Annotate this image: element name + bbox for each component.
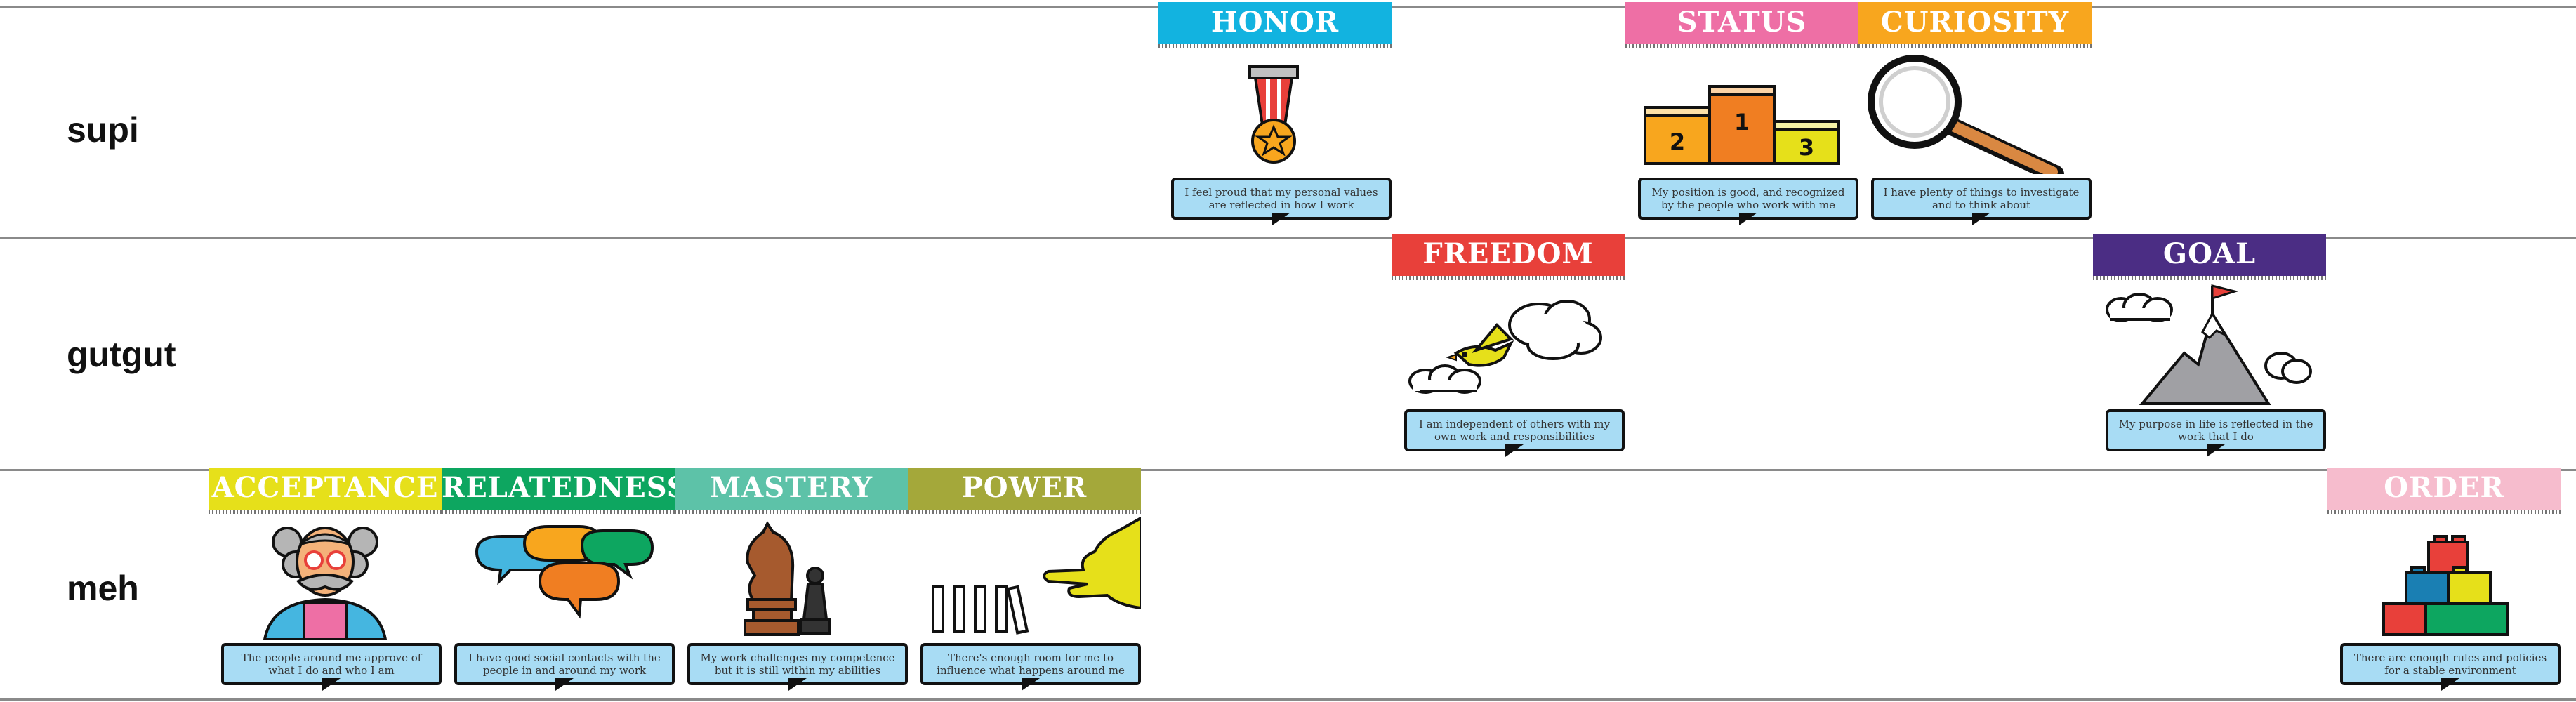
chess-pieces-icon — [675, 517, 908, 640]
bubble-relatedness: I have good social contacts with the peo… — [454, 643, 675, 685]
banner-order: ORDER — [2327, 468, 2561, 514]
banner-power: POWER — [908, 468, 1141, 514]
banner-acceptance: ACCEPTANCE — [209, 468, 442, 514]
banner-goal: GOAL — [2093, 234, 2326, 280]
podium-icon: 2 1 3 — [1625, 51, 1858, 174]
banner-honor: HONOR — [1158, 2, 1392, 48]
podium-2-label: 2 — [1670, 128, 1685, 155]
banner-freedom: FREEDOM — [1392, 234, 1625, 280]
blocks-icon — [2327, 517, 2561, 640]
bird-icon — [1392, 283, 1625, 406]
banner-relatedness: RELATEDNESS — [442, 468, 687, 514]
podium-1-label: 1 — [1734, 109, 1750, 135]
speech-bubbles-icon — [442, 517, 675, 640]
mountain-flag-icon — [2093, 283, 2326, 406]
magnifying-glass-icon — [1858, 51, 2092, 183]
row-meh: meh — [0, 469, 2576, 701]
row-gutgut: gutgut — [0, 237, 2576, 469]
row-label-supi: supi — [67, 110, 139, 150]
banner-mastery: MASTERY — [675, 468, 908, 514]
banner-curiosity: CURIOSITY — [1858, 2, 2092, 48]
podium-3-label: 3 — [1799, 134, 1814, 161]
bubble-power: There's enough room for me to influence … — [920, 643, 1141, 685]
medal-icon — [1158, 51, 1392, 174]
bubble-status: My position is good, and recognized by t… — [1638, 178, 1858, 220]
dominoes-hand-icon — [908, 515, 1142, 640]
row-label-gutgut: gutgut — [67, 335, 176, 374]
banner-status: STATUS — [1625, 2, 1858, 48]
row-label-meh: meh — [67, 569, 139, 608]
person-icon — [209, 517, 442, 641]
